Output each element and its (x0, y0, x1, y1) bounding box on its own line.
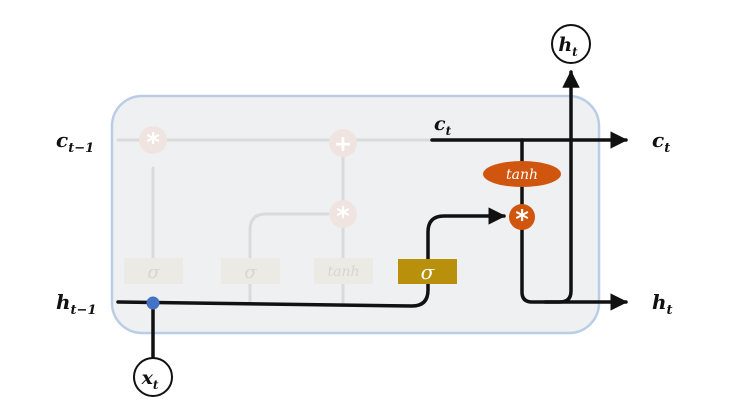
faded-forget-multiply: * (139, 126, 167, 158)
hidden-out-label: ht (652, 290, 673, 318)
cell-tanh-label: tanh (506, 167, 538, 183)
faded-input-gate: σ (221, 258, 280, 284)
output-gate-label: σ (421, 260, 436, 284)
faded-add: + (329, 129, 357, 157)
faded-input-multiply-symbol: * (336, 202, 350, 232)
cell-out-label: ct (652, 128, 670, 156)
faded-forget-gate-label: σ (147, 262, 160, 283)
input-junction-dot (146, 296, 160, 310)
active-paths (116, 70, 628, 359)
faded-candidate-gate-label: tanh (327, 264, 359, 280)
faded-input-multiply: * (329, 200, 357, 232)
faded-forget-multiply-symbol: * (146, 128, 160, 158)
input-x-node: xt (133, 357, 173, 397)
faded-input-gate-label: σ (244, 262, 257, 283)
faded-paths (116, 138, 434, 304)
output-gate: σ (398, 259, 457, 284)
hidden-top-label: ht (558, 34, 578, 59)
faded-candidate-gate: tanh (314, 258, 373, 284)
output-multiply-symbol: * (515, 205, 529, 235)
multiply-to-hidden-out-path (520, 228, 628, 311)
faded-add-symbol: + (334, 132, 352, 157)
hidden-branch-up-path (543, 70, 580, 304)
cell-prev-label: ct−1 (56, 128, 94, 156)
cell-mid-label: ct (434, 113, 452, 138)
cell-tanh: tanh (483, 161, 561, 187)
input-x-label: xt (141, 367, 159, 392)
hidden-prev-label: ht−1 (56, 290, 97, 318)
faded-forget-gate: σ (124, 258, 183, 284)
output-multiply: * (509, 204, 535, 235)
hidden-top-node: ht (551, 24, 591, 64)
